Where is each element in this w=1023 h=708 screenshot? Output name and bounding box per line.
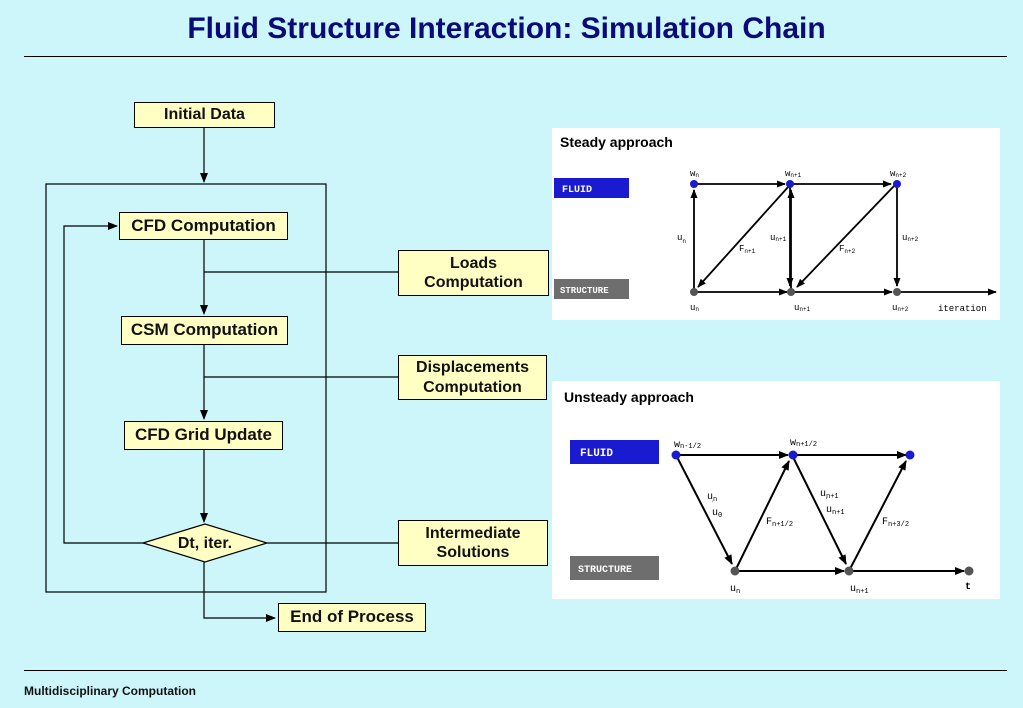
loads-line2: Computation [424,274,523,291]
svg-text:wn+1: wn+1 [785,169,802,179]
displacements-line2: Computation [423,378,522,396]
svg-text:un: un [707,492,717,504]
svg-text:˙: ˙ [710,501,715,510]
svg-text:Fn+1/2: Fn+1/2 [766,517,793,529]
svg-text:un+1: un+1 [850,584,869,596]
steady-fluid-bar [554,178,629,198]
unsteady-structure-bar [570,556,659,580]
page-title: Fluid Structure Interaction: Simulation … [187,12,826,45]
unsteady-axis-label: t [965,582,971,593]
loop-frame [45,183,327,593]
intermediate-solutions-box: Intermediate Solutions [398,520,548,566]
unsteady-fluid-bar [570,440,659,464]
svg-text:wn+2: wn+2 [890,169,907,179]
arrow-to-end [203,562,276,622]
svg-text:wn+1/2: wn+1/2 [790,438,817,449]
steady-axis-label: iteration [938,304,987,314]
initial-data-box: Initial Data [134,102,275,128]
svg-text:wn: wn [690,169,699,179]
unsteady-fluid-label: FLUID [580,448,613,460]
unsteady-title: Unsteady approach [564,389,694,405]
unsteady-diagram: FLUID STRUCTURE wn-1/2 wn+1/2 un u0 ˙ un… [570,438,974,596]
steady-structure-label: STRUCTURE [560,286,609,296]
arrow-loop-back [63,222,143,544]
svg-text:˙: ˙ [824,498,829,507]
displacements-line1: Displacements [416,359,529,377]
svg-text:un+2: un+2 [892,303,909,313]
svg-text:un: un [730,584,740,596]
svg-text:un: un [690,303,699,313]
steady-approach-panel: Steady approach FLUID STRUCTURE [552,128,1000,320]
svg-text:un+1: un+1 [826,505,845,517]
displacements-computation-box: Displacements Computation [398,355,547,400]
svg-text:un+1: un+1 [820,489,839,501]
intermediate-line2: Solutions [436,544,510,561]
svg-text:un+2: un+2 [902,233,919,243]
svg-text:un+1: un+1 [770,233,787,243]
steady-fluid-label: FLUID [562,185,592,196]
loads-computation-box: Loads Computation [398,250,549,296]
steady-diagram: FLUID STRUCTURE wn wn+1 wn+2 un un+1 [554,169,997,314]
svg-text:un: un [677,233,686,245]
decision-diamond [140,523,270,563]
unsteady-approach-panel: Unsteady approach FLUID STRUCTURE wn-1/ [552,381,1000,599]
loads-line1: Loads [449,254,498,272]
svg-text:Fn+1: Fn+1 [739,244,756,255]
csm-computation-box: CSM Computation [121,316,288,345]
svg-text:Fn+2: Fn+2 [839,244,856,255]
cfd-grid-update-box: CFD Grid Update [124,421,283,450]
unsteady-structure-label: STRUCTURE [578,565,632,576]
steady-title: Steady approach [560,134,673,150]
intermediate-line1: Intermediate [425,524,521,542]
decision-label: Dt, iter. [177,535,233,552]
svg-text:wn-1/2: wn-1/2 [674,440,701,451]
svg-text:u0: u0 [712,508,722,520]
bottom-divider [24,670,1007,671]
svg-text:Fn+3/2: Fn+3/2 [882,517,909,529]
cfd-computation-box: CFD Computation [119,212,288,240]
steady-structure-bar [554,279,629,299]
footer-text: Multidisciplinary Computation [24,684,197,698]
top-divider [24,56,1007,57]
svg-text:un+1: un+1 [794,303,811,313]
end-of-process-box: End of Process [278,603,426,632]
